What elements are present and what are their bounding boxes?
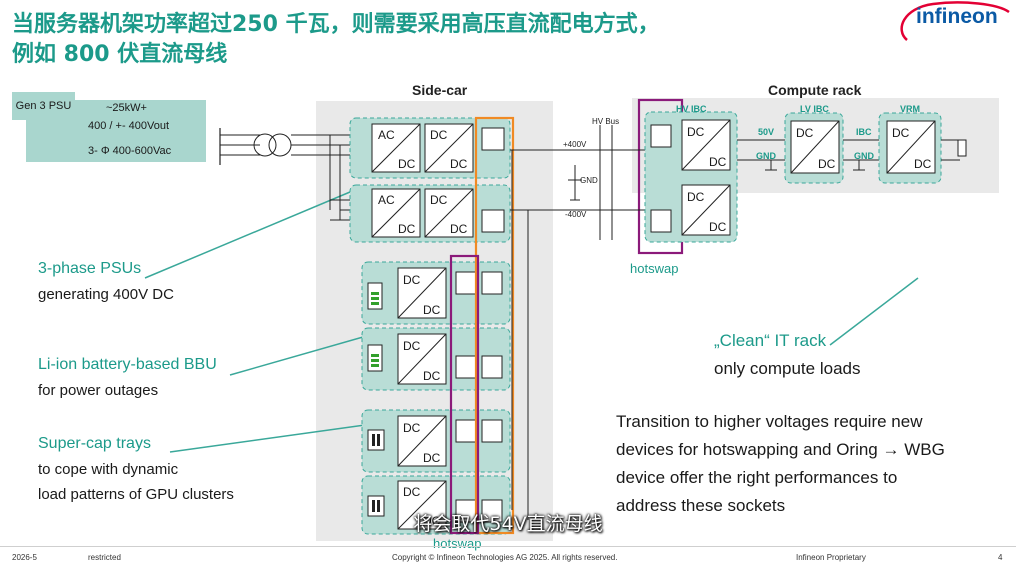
video-subtitle: 将会取代54V直流母线 <box>413 513 603 535</box>
title-line-2: 例如 800 伏直流母线 <box>12 42 228 67</box>
ac-label: AC <box>378 128 395 142</box>
transition-line-4: address these sockets <box>616 496 786 515</box>
ac-label: AC <box>378 193 395 207</box>
psu-heading: 3-phase PSUs <box>38 260 142 277</box>
gnd-label: GND <box>580 176 598 185</box>
footer-divider <box>0 546 1016 547</box>
psu-module-2 <box>349 184 511 243</box>
dc-label: DC <box>398 157 416 171</box>
dc-label: DC <box>403 339 421 353</box>
minus-400v-label: -400V <box>565 210 587 219</box>
dc-label: DC <box>687 125 705 139</box>
infineon-logo <box>900 1 1010 41</box>
spec-power: ~25kW+ <box>106 102 147 114</box>
hv-bus-label: HV Bus <box>592 117 620 126</box>
dc-label: DC <box>709 220 727 234</box>
hotswap-highlight-sidecar <box>449 254 480 535</box>
clean-rack-heading: „Clean“ IT rack <box>714 331 827 350</box>
dc-label: DC <box>818 157 836 171</box>
spec-vac: 3- Φ 400-600Vac <box>88 145 172 157</box>
oring-highlight <box>474 116 515 535</box>
dc-label: DC <box>430 128 448 142</box>
dc-label: DC <box>403 421 421 435</box>
footer-page-number: 4 <box>998 553 1003 562</box>
footer-copyright: Copyright © Infineon Technologies AG 202… <box>392 553 618 562</box>
spec-vout: 400 / +- 400Vout <box>88 120 170 132</box>
ibc-label: IBC <box>856 127 872 137</box>
plus-400v-label: +400V <box>563 140 587 149</box>
supercap-description-1: to cope with dynamic <box>38 461 179 478</box>
dc-label: DC <box>423 303 441 317</box>
hotswap-label-sidecar: hotswap <box>433 536 482 551</box>
supercap-module-2 <box>361 475 511 535</box>
bbu-module-2 <box>361 327 511 391</box>
sidecar-title: Side-car <box>412 82 468 98</box>
supercap-heading: Super-cap trays <box>38 435 151 452</box>
transition-line-1: Transition to higher voltages require ne… <box>616 412 923 431</box>
dc-label: DC <box>430 193 448 207</box>
dc-label: DC <box>914 157 932 171</box>
footer-proprietary: Infineon Proprietary <box>796 553 866 562</box>
dc-label: DC <box>709 155 727 169</box>
bbu-heading: Li-ion battery-based BBU <box>38 356 217 373</box>
gnd-label-ibc: GND <box>854 151 874 161</box>
supercap-module-1 <box>361 409 511 473</box>
logo-text: infineon <box>916 5 998 28</box>
psu-module-1 <box>349 117 511 179</box>
dc-label: DC <box>403 273 421 287</box>
lv-ibc-label: LV IBC <box>800 104 829 114</box>
dc-label: DC <box>796 126 814 140</box>
dc-label: DC <box>450 222 468 236</box>
title-line-1: 当服务器机架功率超过250 千瓦，则需要采用高压直流配电方式， <box>12 12 660 37</box>
dc-label: DC <box>423 369 441 383</box>
bbu-module-1 <box>361 261 511 325</box>
clean-rack-description: only compute loads <box>714 359 861 378</box>
hotswap-label-compute: hotswap <box>630 261 679 276</box>
transition-line-2: devices for hotswapping and Oring → WBG <box>616 440 945 459</box>
hv-ibc-label: HV IBC <box>676 104 707 114</box>
supercap-description-2: load patterns of GPU clusters <box>38 486 234 503</box>
dc-label: DC <box>398 222 416 236</box>
bbu-description: for power outages <box>38 382 159 399</box>
transition-text: Transition to higher voltages require ne… <box>616 408 996 520</box>
footer-date: 2026-5 <box>12 553 37 562</box>
footer-classification: restricted <box>88 553 121 562</box>
dc-label: DC <box>403 485 421 499</box>
transition-line-3: device offer the right performances to <box>616 468 898 487</box>
slide-title: 当服务器机架功率超过250 千瓦，则需要采用高压直流配电方式， 例如 800 伏… <box>12 10 660 70</box>
gnd-label-lv: GND <box>756 151 776 161</box>
dc-label: DC <box>423 451 441 465</box>
vrm-label: VRM <box>900 104 920 114</box>
psu-description: generating 400V DC <box>38 286 174 303</box>
dc-label: DC <box>892 126 910 140</box>
dc-label: DC <box>423 514 441 528</box>
compute-rack-title: Compute rack <box>768 82 862 98</box>
50v-label: 50V <box>758 127 775 137</box>
gen3-psu-label: Gen 3 PSU <box>12 92 75 120</box>
dc-label: DC <box>687 190 705 204</box>
dc-label: DC <box>450 157 468 171</box>
